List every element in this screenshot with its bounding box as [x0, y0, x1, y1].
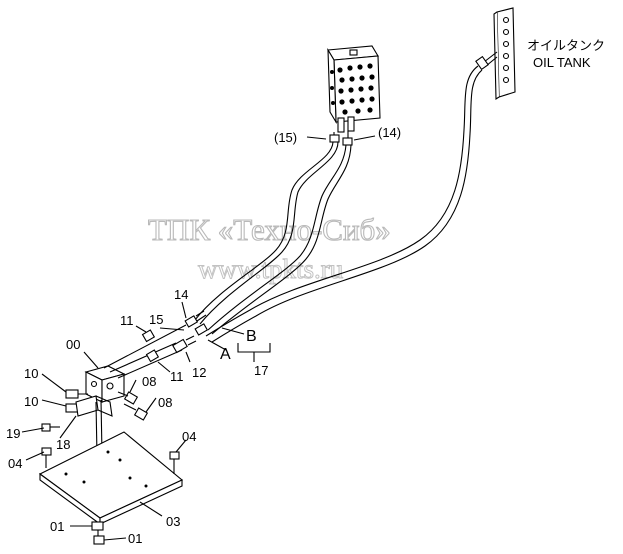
- hose-oil-tank: [205, 65, 483, 343]
- control-valve: [327, 45, 381, 133]
- bolt-19: [41, 423, 60, 432]
- callout-19: 19: [6, 426, 20, 441]
- callout-10-lower: 10: [24, 394, 38, 409]
- callout-10-upper: 10: [24, 366, 38, 381]
- callout-08-lower: 08: [158, 395, 172, 410]
- callout-11-lower: 11: [170, 369, 184, 384]
- callout-08-upper: 08: [142, 374, 156, 389]
- bolt-04-left: [41, 447, 52, 468]
- callout-17: 17: [254, 363, 268, 378]
- nut-01: [91, 521, 105, 545]
- callout-14: 14: [174, 287, 188, 302]
- oil-tank-label-en: OIL TANK: [533, 55, 591, 70]
- hose-fitting-14: [184, 310, 207, 328]
- adapter-11-upper: [141, 329, 156, 343]
- callout-15: 15: [149, 312, 163, 327]
- pilot-lines: [103, 324, 187, 379]
- hose-fitting-15: [194, 323, 209, 336]
- callout-04-left: 04: [8, 456, 22, 471]
- callout-11-upper: 11: [120, 313, 134, 328]
- callout-04-right: 04: [182, 429, 196, 444]
- pilot-block-00: [84, 365, 126, 403]
- hose-a: [194, 141, 339, 325]
- bracket-18: [75, 395, 113, 417]
- adapter-11-lower: [145, 349, 160, 363]
- valve-fitting-14: [342, 131, 353, 146]
- callout-03: 03: [166, 514, 180, 529]
- callout-18: 18: [56, 437, 70, 452]
- oil-tank-port-plate: [475, 7, 516, 101]
- valve-fitting-15: [329, 132, 340, 143]
- callout-a: A: [220, 346, 231, 363]
- connector-08: [117, 391, 149, 421]
- watermark-url: www.tpkts.ru: [198, 254, 344, 284]
- leader-lines: [21, 135, 376, 541]
- callout-00: 00: [66, 337, 80, 352]
- oil-tank-label-jp: オイルタンク: [527, 38, 605, 53]
- callout-b: B: [246, 328, 257, 345]
- watermark-company: ТПК «Техно-Сиб»: [148, 212, 391, 247]
- hose-fitting-12: [172, 335, 197, 354]
- callout-14-parenthesized: (14): [378, 125, 401, 140]
- callout-15-parenthesized: (15): [274, 130, 297, 145]
- callout-01-upper: 01: [50, 519, 64, 534]
- callout-01-lower: 01: [128, 531, 142, 546]
- callout-12: 12: [192, 365, 206, 380]
- bolt-04-right: [169, 451, 180, 474]
- hose-b: [207, 144, 352, 335]
